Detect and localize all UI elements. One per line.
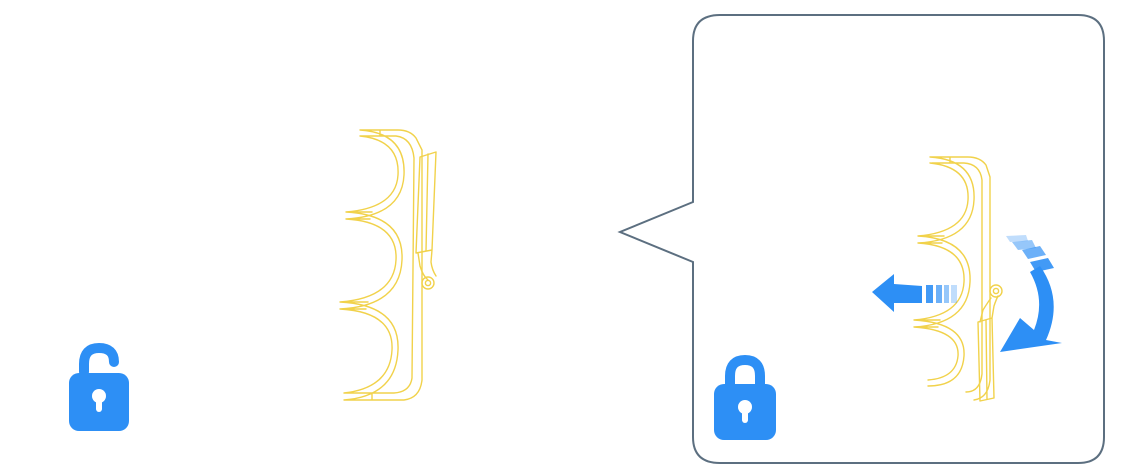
callout-box — [617, 14, 1105, 464]
locked-padlock-icon — [714, 354, 776, 440]
latch-arm-open — [415, 151, 437, 281]
latch-hinge-pin-closed — [989, 284, 1003, 298]
part-body-outline-closed — [913, 156, 991, 401]
latch-part-open — [339, 129, 437, 401]
rotate-down-arrow-icon — [1000, 235, 1062, 352]
latch-hinge-pin — [421, 276, 435, 290]
part-body-outline — [339, 129, 423, 401]
latch-arm-closed — [977, 295, 999, 402]
latch-part-closed — [913, 156, 1003, 402]
unlocked-padlock-icon — [69, 342, 129, 431]
push-left-arrow-icon — [872, 274, 957, 312]
